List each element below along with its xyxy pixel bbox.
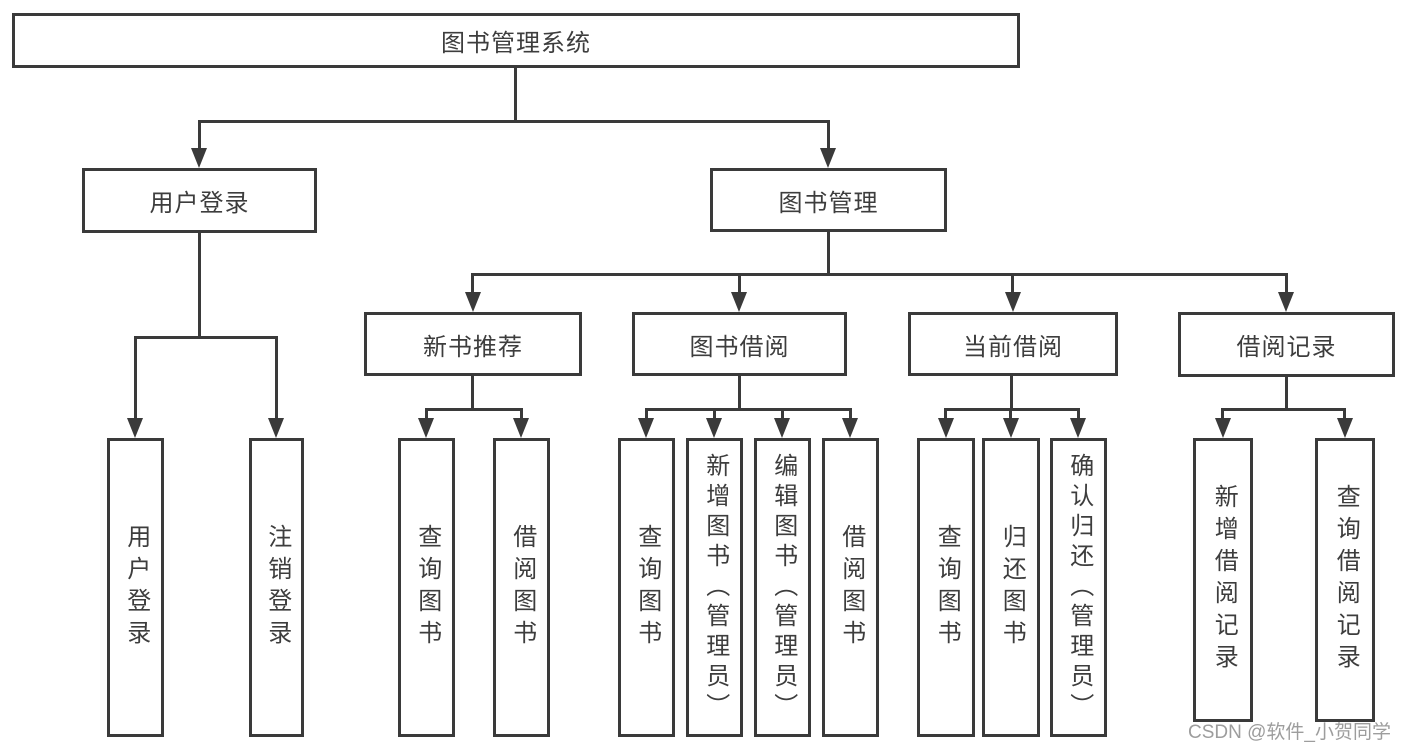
node-label: 用户登录 bbox=[149, 190, 250, 217]
node-label: 借阅记录 bbox=[1236, 334, 1337, 361]
connector-line bbox=[645, 408, 648, 420]
connector-line bbox=[425, 408, 523, 411]
connector-line bbox=[781, 408, 784, 420]
leaf-return-book: 归还图书 bbox=[982, 438, 1040, 737]
connector-line bbox=[1221, 408, 1224, 420]
connector-line bbox=[471, 273, 1288, 276]
leaf-query-book-recommend: 查询图书 bbox=[398, 438, 455, 737]
arrowhead-down-icon bbox=[774, 418, 790, 438]
arrowhead-down-icon bbox=[127, 418, 143, 438]
connector-line bbox=[645, 408, 852, 411]
arrowhead-down-icon bbox=[842, 418, 858, 438]
connector-line bbox=[471, 376, 474, 408]
leaf-query-book-borrow: 查询图书 bbox=[618, 438, 675, 737]
node-current-borrow: 当前借阅 bbox=[908, 312, 1118, 376]
leaf-label: 查询图书 bbox=[633, 523, 661, 652]
arrowhead-down-icon bbox=[1005, 292, 1021, 312]
node-label: 当前借阅 bbox=[963, 333, 1063, 361]
leaf-label: 新增图书（管理员） bbox=[701, 452, 729, 723]
connector-line bbox=[275, 336, 278, 420]
connector-line bbox=[1343, 408, 1346, 420]
leaf-label: 借阅图书 bbox=[837, 523, 865, 652]
node-new-book-recommend: 新书推荐 bbox=[364, 312, 582, 376]
arrowhead-down-icon bbox=[418, 418, 434, 438]
connector-line bbox=[1077, 408, 1080, 420]
leaf-label: 归还图书 bbox=[998, 523, 1026, 652]
connector-line bbox=[738, 376, 741, 408]
connector-line bbox=[198, 120, 201, 150]
leaf-label: 编辑图书（管理员） bbox=[769, 452, 797, 723]
node-borrow-records: 借阅记录 bbox=[1178, 312, 1395, 377]
arrowhead-down-icon bbox=[191, 148, 207, 168]
connector-line bbox=[425, 408, 428, 420]
arrowhead-down-icon bbox=[1337, 418, 1353, 438]
arrowhead-down-icon bbox=[1003, 418, 1019, 438]
leaf-label: 查询图书 bbox=[413, 523, 441, 652]
leaf-edit-book-admin: 编辑图书（管理员） bbox=[754, 438, 811, 737]
node-library-management-system: 图书管理系统 bbox=[12, 13, 1020, 68]
node-label: 新书推荐 bbox=[423, 333, 523, 361]
arrowhead-down-icon bbox=[1215, 418, 1231, 438]
connector-line bbox=[827, 120, 830, 150]
connector-line bbox=[827, 232, 830, 273]
leaf-borrow-book: 借阅图书 bbox=[822, 438, 879, 737]
connector-line bbox=[849, 408, 852, 420]
node-label: 图书管理系统 bbox=[441, 30, 591, 57]
connector-line bbox=[514, 68, 517, 120]
arrowhead-down-icon bbox=[268, 418, 284, 438]
leaf-add-borrow-record: 新增借阅记录 bbox=[1193, 438, 1253, 722]
node-label: 图书借阅 bbox=[689, 333, 790, 361]
leaf-logout-login: 注销登录 bbox=[249, 438, 304, 737]
arrowhead-down-icon bbox=[820, 148, 836, 168]
node-user-login: 用户登录 bbox=[82, 168, 317, 233]
connector-line bbox=[520, 408, 523, 420]
node-label: 图书管理 bbox=[778, 189, 879, 217]
arrowhead-down-icon bbox=[465, 292, 481, 312]
leaf-label: 新增借阅记录 bbox=[1210, 484, 1238, 676]
node-book-management: 图书管理 bbox=[710, 168, 947, 232]
arrowhead-down-icon bbox=[513, 418, 529, 438]
leaf-user-login: 用户登录 bbox=[107, 438, 164, 737]
leaf-label: 确认归还（管理员） bbox=[1065, 452, 1093, 723]
arrowhead-down-icon bbox=[938, 418, 954, 438]
connector-line bbox=[1010, 376, 1013, 408]
arrowhead-down-icon bbox=[1070, 418, 1086, 438]
connector-line bbox=[1285, 273, 1288, 294]
connector-line bbox=[471, 273, 474, 294]
node-book-borrow: 图书借阅 bbox=[632, 312, 847, 376]
leaf-label: 用户登录 bbox=[122, 523, 150, 652]
connector-line bbox=[1009, 408, 1012, 420]
connector-line bbox=[134, 336, 137, 420]
leaf-label: 借阅图书 bbox=[508, 523, 536, 652]
leaf-label: 注销登录 bbox=[263, 523, 291, 652]
leaf-borrow-book-recommend: 借阅图书 bbox=[493, 438, 550, 737]
connector-line bbox=[198, 233, 201, 336]
leaf-add-book-admin: 新增图书（管理员） bbox=[686, 438, 743, 737]
watermark: CSDN @软件_小贺同学 bbox=[1188, 722, 1391, 743]
arrowhead-down-icon bbox=[638, 418, 654, 438]
connector-line bbox=[1221, 408, 1346, 411]
connector-line bbox=[738, 273, 741, 294]
connector-line bbox=[944, 408, 947, 420]
arrowhead-down-icon bbox=[731, 292, 747, 312]
connector-line bbox=[1011, 273, 1014, 294]
leaf-confirm-return-admin: 确认归还（管理员） bbox=[1050, 438, 1107, 737]
connector-line bbox=[713, 408, 716, 420]
connector-line bbox=[1285, 377, 1288, 408]
leaf-label: 查询图书 bbox=[933, 523, 961, 652]
arrowhead-down-icon bbox=[1278, 292, 1294, 312]
leaf-query-borrow-record: 查询借阅记录 bbox=[1315, 438, 1375, 722]
leaf-query-book-current: 查询图书 bbox=[917, 438, 975, 737]
connector-line bbox=[134, 336, 278, 339]
leaf-label: 查询借阅记录 bbox=[1332, 484, 1360, 676]
arrowhead-down-icon bbox=[706, 418, 722, 438]
connector-line bbox=[198, 120, 830, 123]
